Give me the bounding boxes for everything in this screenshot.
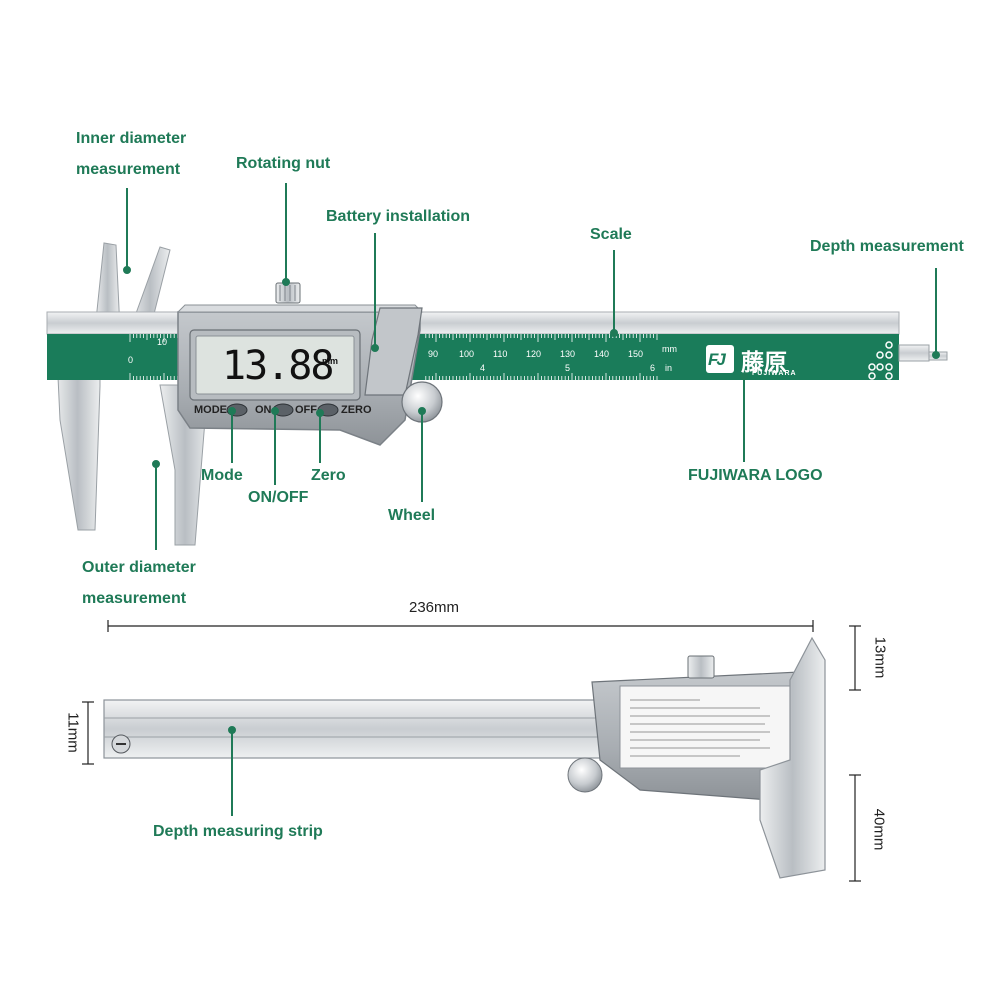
scale-mm-130: 130: [560, 349, 576, 359]
fj-logo-text: FJ: [708, 350, 726, 369]
scale-in-6: 6: [650, 363, 656, 373]
label-depth-measurement: Depth measurement: [810, 238, 964, 255]
label-zero: Zero: [311, 467, 346, 484]
scale-mm-0: 0: [128, 355, 134, 365]
lcd-reading: 13.88: [222, 343, 334, 389]
dim-jaw-top: 13mm: [871, 636, 889, 679]
label-mode: Mode: [201, 467, 243, 484]
scale-mm-150: 150: [628, 349, 644, 359]
mode-button-label: MODE: [194, 404, 227, 416]
label-outer-diameter-2: measurement: [82, 590, 187, 607]
depth-rod: [898, 344, 930, 362]
scale-in-5: 5: [565, 363, 571, 373]
rotating-nut: [275, 282, 301, 304]
lcd-screen: [195, 335, 355, 395]
label-outer-diameter-1: Outer diameter: [82, 559, 196, 576]
label-wheel: Wheel: [388, 507, 436, 524]
scale-ticks: [129, 334, 658, 380]
label-inner-diameter-1: Inner diameter: [76, 130, 187, 147]
back-view-caliper: [103, 636, 826, 879]
dim-length: 236mm: [409, 599, 460, 616]
lcd-unit: mm: [322, 356, 339, 366]
scale-unit-mm: mm: [662, 344, 677, 354]
logo-circles: [868, 341, 893, 380]
fj-logo-mark: [706, 345, 734, 373]
brand-name: FUJIWARA: [752, 370, 797, 377]
dim-jaw-bottom: 40mm: [870, 808, 888, 851]
dim-width: 11mm: [64, 712, 82, 753]
label-inner-diameter-2: measurement: [76, 161, 181, 178]
main-beam-top: [46, 311, 900, 335]
scale-mm-90: 90: [428, 349, 439, 359]
scale-mm-120: 120: [526, 349, 542, 359]
scale-unit-in: in: [665, 363, 673, 373]
label-scale: Scale: [590, 226, 632, 243]
zero-button-label: ZERO: [341, 404, 372, 416]
scale-mm-110: 110: [493, 349, 508, 359]
brand-chinese: 藤原: [741, 349, 787, 375]
dimension-lines: [82, 620, 861, 882]
off-button-label: OFF: [295, 404, 317, 416]
scale-mm-100: 100: [459, 349, 475, 359]
leader-lines: [123, 183, 940, 550]
scale-in-4: 4: [480, 363, 486, 373]
label-battery-installation: Battery installation: [326, 208, 471, 225]
label-depth-measuring-strip: Depth measuring strip: [153, 823, 323, 840]
label-on-off: ON/OFF: [248, 489, 309, 506]
scale-mm-10: 10: [157, 337, 168, 347]
label-fujiwara-logo: FUJIWARA LOGO: [688, 467, 823, 484]
on-button-label: ON: [255, 404, 272, 416]
label-rotating-nut: Rotating nut: [236, 155, 331, 172]
display-body: [176, 304, 424, 446]
scale-mm-140: 140: [594, 349, 610, 359]
